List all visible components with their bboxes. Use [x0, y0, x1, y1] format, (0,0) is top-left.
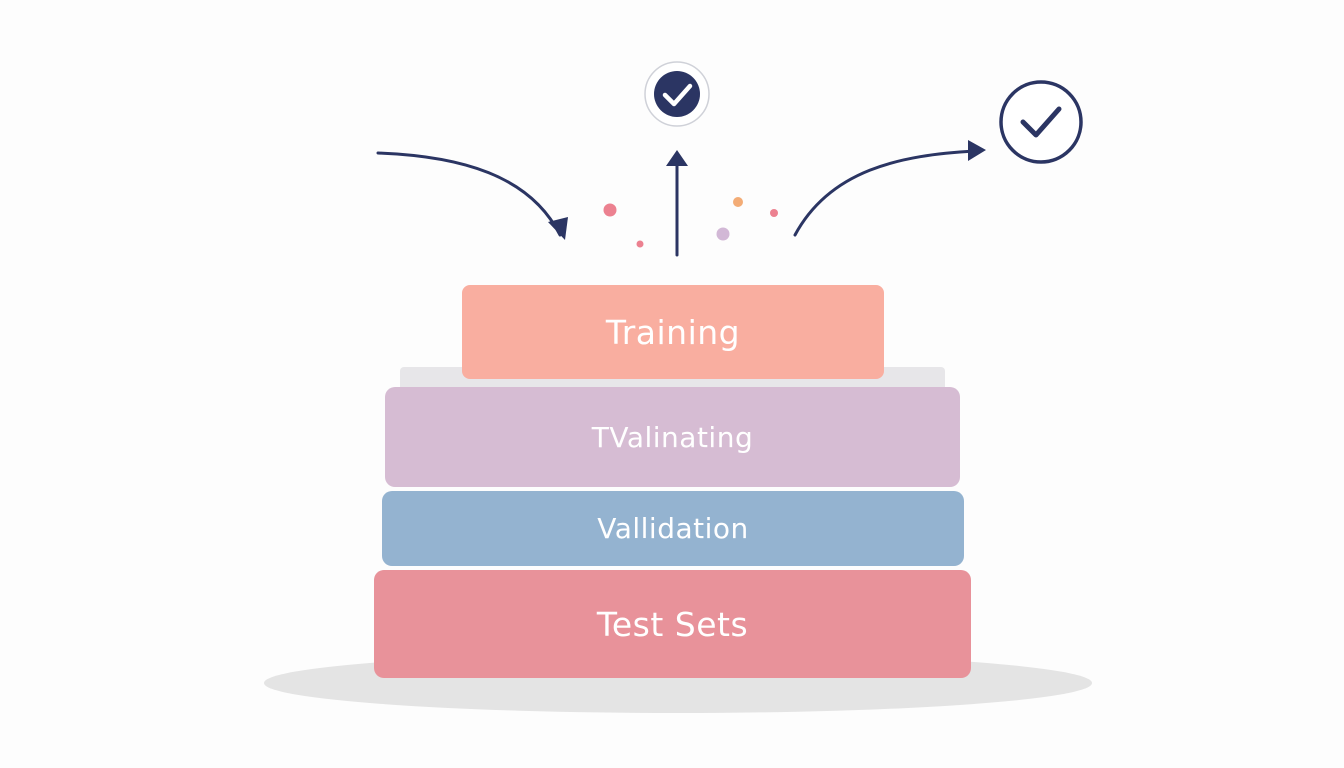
- curved-arrow-in-icon: [376, 151, 568, 240]
- layer-validation-label: Vallidation: [597, 512, 749, 545]
- layer-tvalinating: TValinating: [385, 387, 960, 487]
- layer-tvalinating-label: TValinating: [591, 420, 754, 454]
- check-circle-icon: [644, 61, 710, 127]
- curved-arrow-out-icon: [793, 140, 986, 237]
- confetti-dots: [603, 197, 778, 248]
- check-circle-outline-icon: [999, 80, 1083, 164]
- layer-test-sets-label: Test Sets: [596, 604, 749, 644]
- up-arrow-icon: [666, 150, 688, 257]
- layer-test-sets: Test Sets: [374, 570, 971, 678]
- layer-training-label: Training: [605, 312, 741, 352]
- layer-validation: Vallidation: [382, 491, 964, 566]
- layer-training: Training: [462, 285, 884, 379]
